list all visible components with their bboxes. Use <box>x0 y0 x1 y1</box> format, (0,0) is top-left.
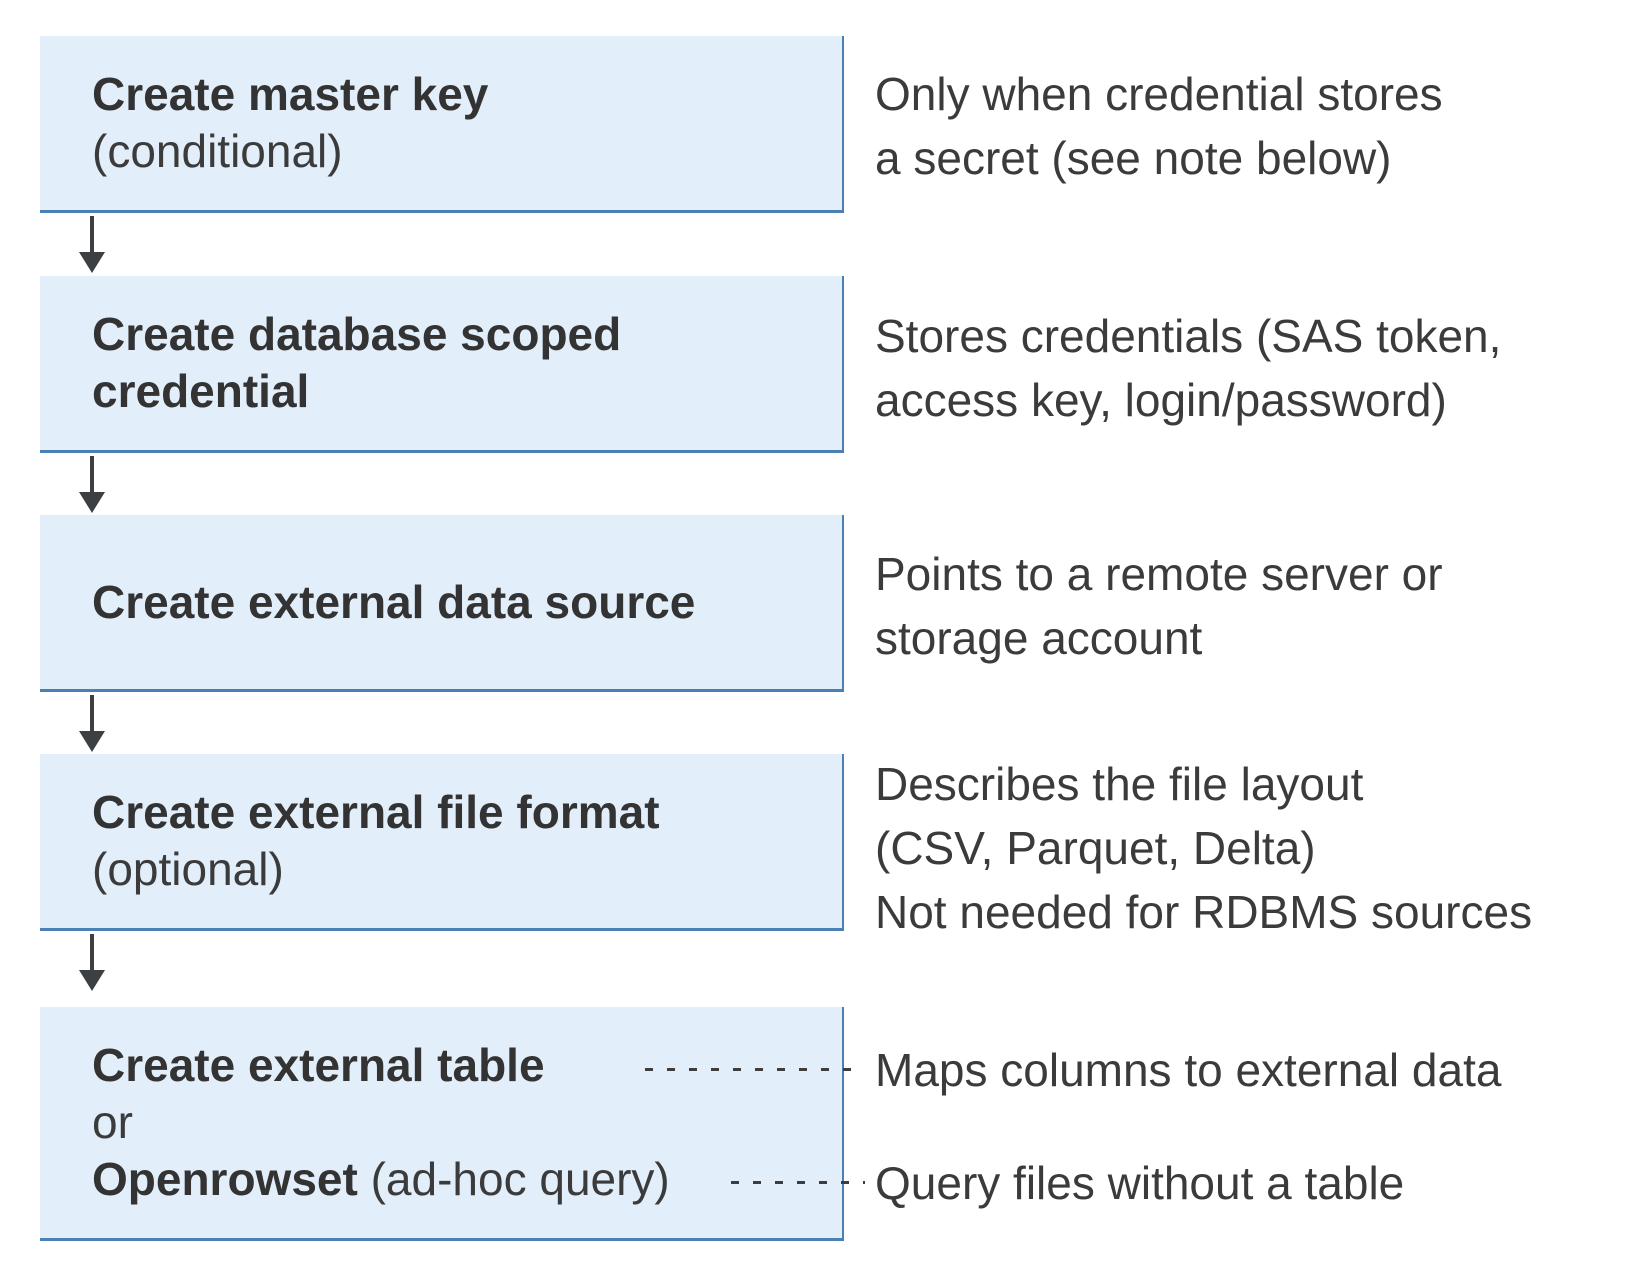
down-arrow-connector <box>90 695 94 731</box>
step-title-line: Create master key <box>92 66 842 123</box>
flow-step-create-database-scoped-credential: Create database scoped credential <box>40 276 844 453</box>
dashed-connector-external-table <box>645 1068 865 1071</box>
note-master-key: Only when credential stores a secret (se… <box>875 62 1443 190</box>
flow-step-create-external-table-or-openrowset: Create external table or Openrowset (ad-… <box>40 1007 844 1241</box>
flow-step-create-external-data-source: Create external data source <box>40 515 844 692</box>
note-line: (CSV, Parquet, Delta) <box>875 822 1316 874</box>
step-title-bold: credential <box>92 365 310 417</box>
note-database-scoped-credential: Stores credentials (SAS token, access ke… <box>875 304 1501 432</box>
dashed-connector-openrowset <box>731 1181 865 1184</box>
step-title-line: Create external data source <box>92 574 842 631</box>
step-title-bold: Create database scoped <box>92 308 622 360</box>
down-arrow-connector <box>90 456 94 492</box>
note-openrowset: Query files without a table <box>875 1157 1405 1209</box>
step-title-bold: Create external data source <box>92 575 696 628</box>
note-line: Describes the file layout <box>875 758 1364 810</box>
note-external-file-format: Describes the file layout (CSV, Parquet,… <box>875 752 1532 944</box>
down-arrow-connector <box>90 934 94 970</box>
step-or-text: or <box>92 1096 133 1148</box>
flow-step-create-external-file-format: Create external file format (optional) <box>40 754 844 931</box>
step-subtitle-text: (optional) <box>92 843 284 895</box>
step-title-bold: Create external file format <box>92 786 660 838</box>
step-title-line: Create external file format <box>92 784 842 841</box>
step-title-bold: Create external table <box>92 1039 545 1091</box>
step-title-bold: Create master key <box>92 68 489 120</box>
note-line: a secret (see note below) <box>875 132 1392 184</box>
step-subtitle-text: (conditional) <box>92 125 343 177</box>
note-line: storage account <box>875 612 1203 664</box>
note-external-table: Maps columns to external data <box>875 1044 1502 1096</box>
step-or-line: or <box>92 1094 842 1151</box>
step-subtitle-line: (conditional) <box>92 123 842 180</box>
step-title-line: credential <box>92 363 842 420</box>
step-title-line: Create external table <box>92 1037 842 1094</box>
note-line: Points to a remote server or <box>875 548 1443 600</box>
step-subtitle-line: (optional) <box>92 841 842 898</box>
note-line: Only when credential stores <box>875 68 1443 120</box>
flow-step-create-master-key: Create master key (conditional) <box>40 36 844 213</box>
note-external-data-source: Points to a remote server or storage acc… <box>875 542 1443 670</box>
step-openrowset-line: Openrowset (ad-hoc query) <box>92 1153 670 1205</box>
step-title-bold: Openrowset <box>92 1153 358 1205</box>
down-arrow-connector <box>90 216 94 252</box>
note-line: access key, login/password) <box>875 374 1447 426</box>
step-title-line: Create database scoped <box>92 306 842 363</box>
note-line: Stores credentials (SAS token, <box>875 310 1502 362</box>
note-line: Not needed for RDBMS sources <box>875 886 1533 938</box>
